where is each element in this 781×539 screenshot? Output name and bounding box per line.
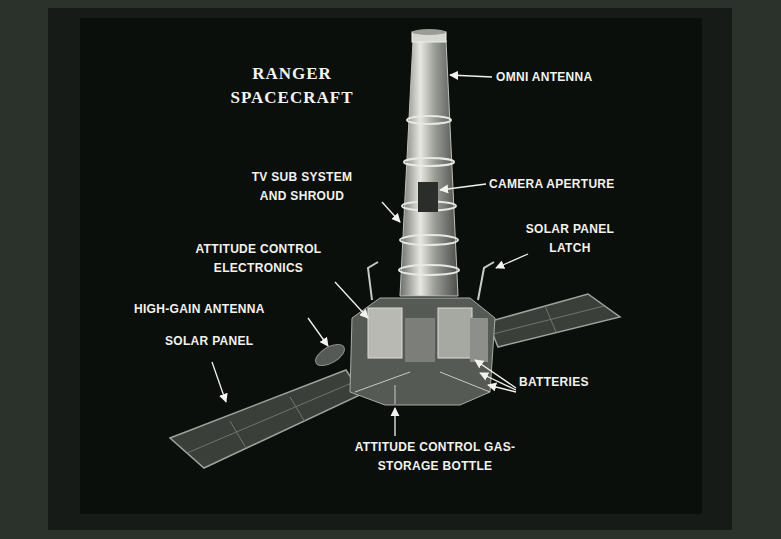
part-label: BATTERIES	[519, 373, 589, 392]
part-label: ATTITUDE CONTROL GAS- STORAGE BOTTLE	[335, 438, 535, 476]
part-label: SOLAR PANEL LATCH	[523, 220, 618, 258]
part-label: ATTITUDE CONTROL ELECTRONICS	[179, 240, 339, 278]
part-label: OMNI ANTENNA	[496, 68, 592, 87]
part-label: SOLAR PANEL	[165, 332, 253, 351]
part-label: TV SUB SYSTEM AND SHROUD	[245, 168, 360, 206]
part-label: HIGH-GAIN ANTENNA	[134, 300, 265, 319]
diagram-title: RANGER SPACECRAFT	[222, 62, 362, 110]
part-label: CAMERA APERTURE	[489, 175, 615, 194]
